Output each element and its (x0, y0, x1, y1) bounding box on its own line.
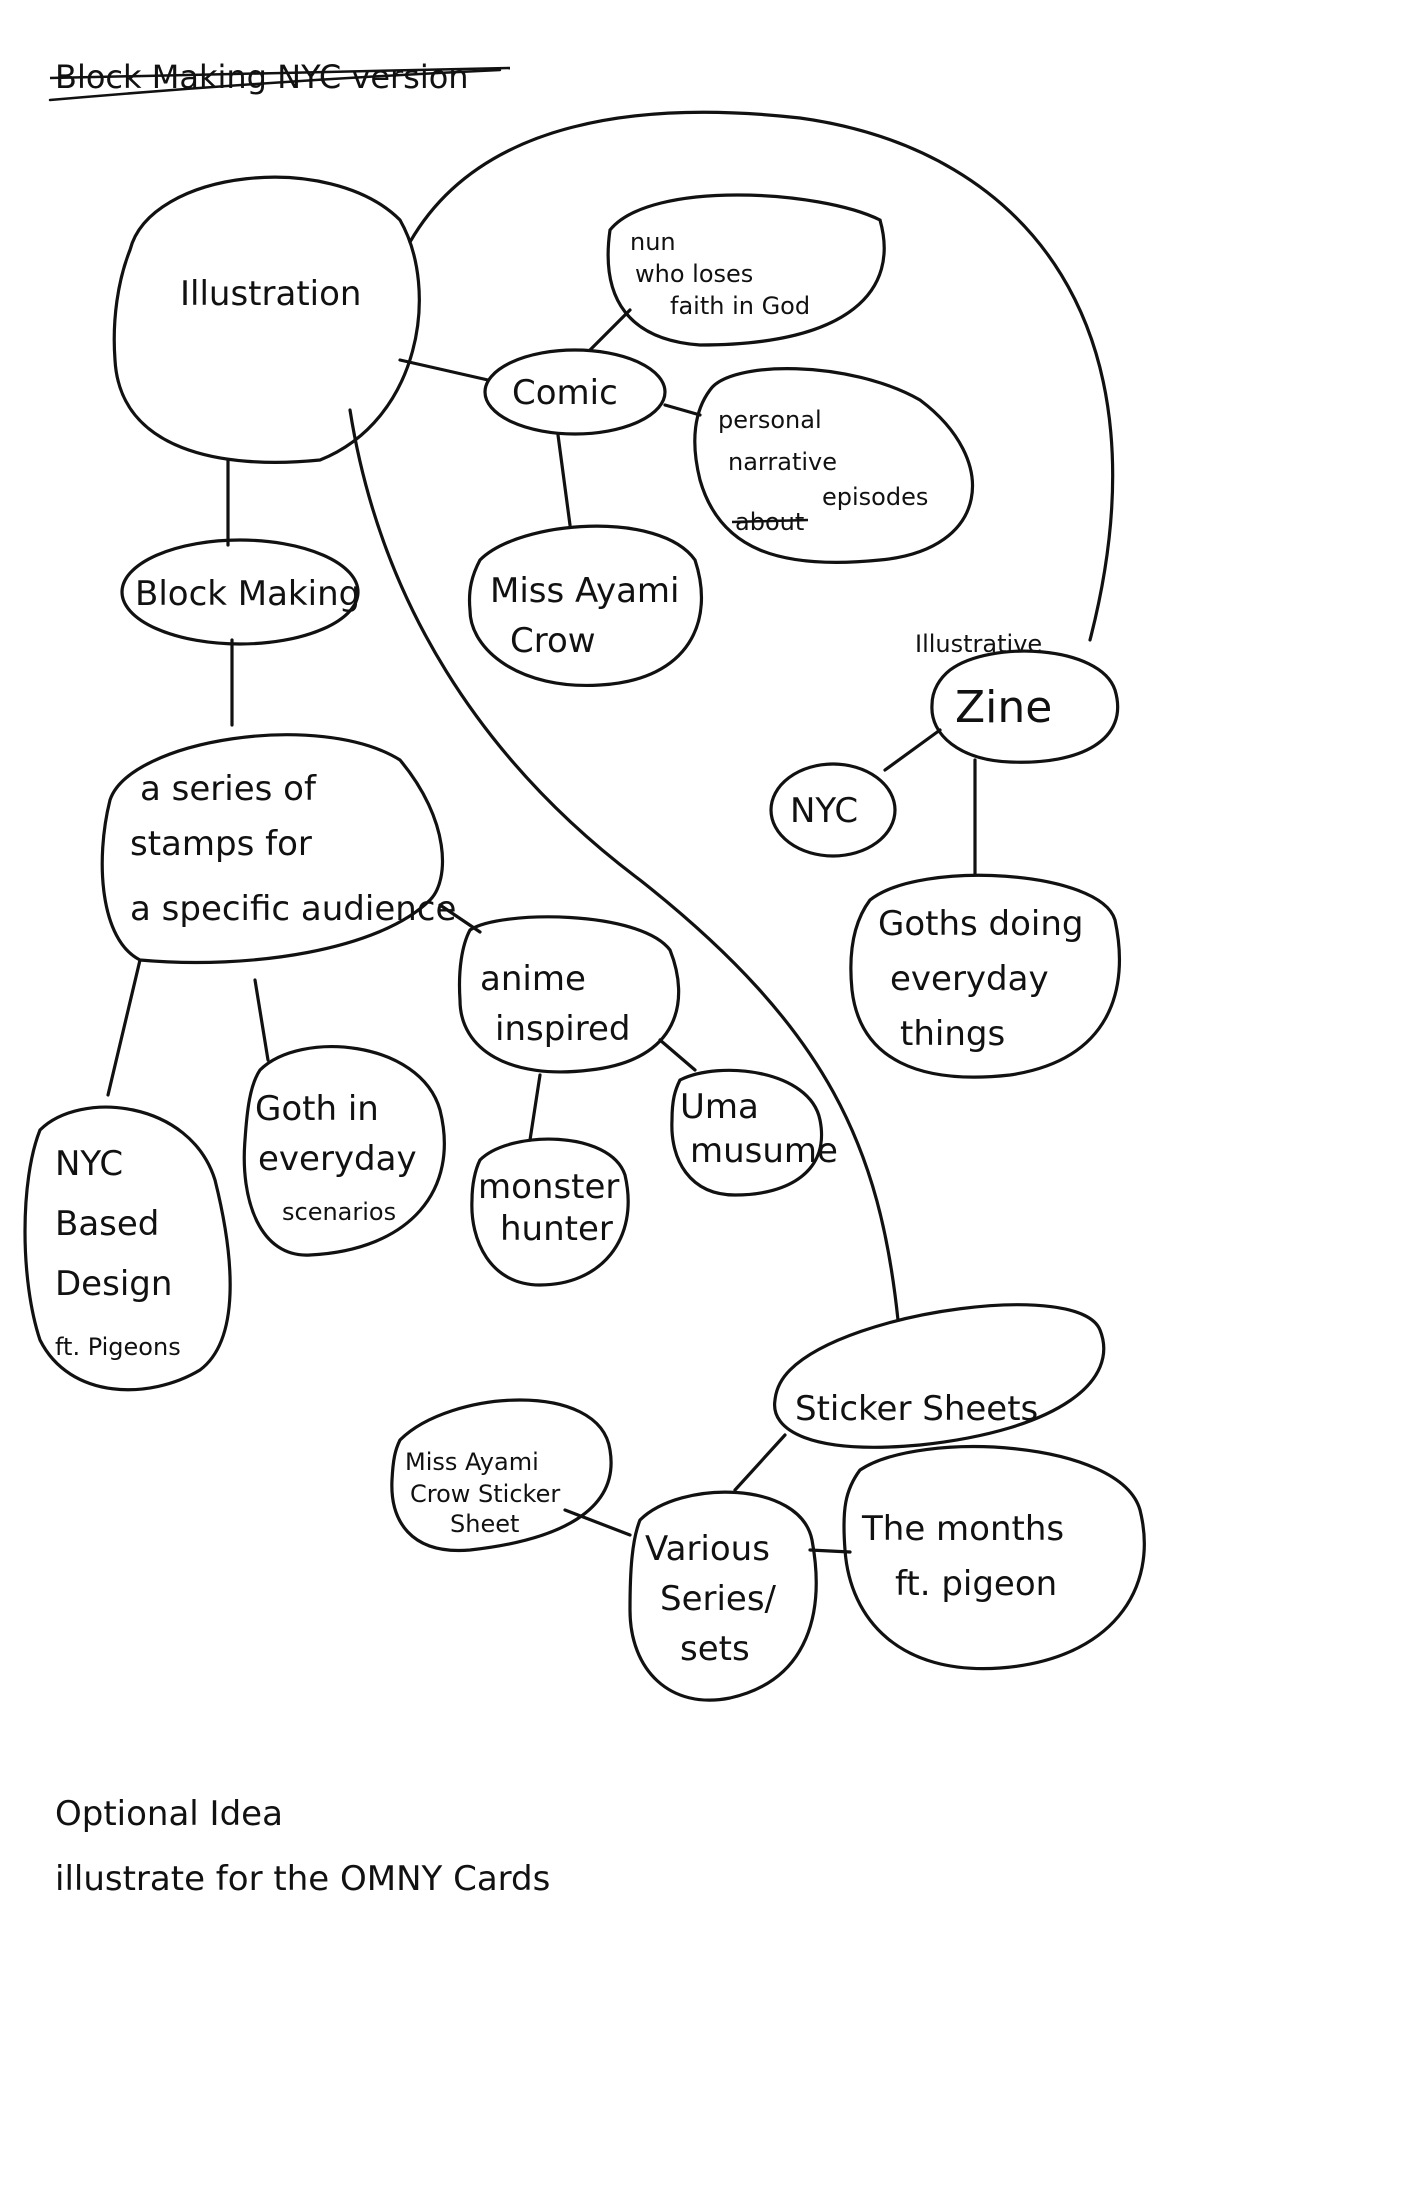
svg-text:scenarios: scenarios (282, 1198, 396, 1226)
svg-text:Crow: Crow (510, 621, 596, 661)
svg-text:stamps for: stamps for (130, 824, 312, 864)
node-anime-inspired: anime inspired (457, 915, 681, 1074)
edge-illustration-comic (398, 358, 490, 382)
svg-text:episodes: episodes (822, 483, 928, 511)
svg-text:sets: sets (680, 1629, 750, 1669)
svg-text:Crow Sticker: Crow Sticker (410, 1480, 560, 1508)
edge-illustration-stickers (348, 408, 900, 1322)
node-nyc: NYC (769, 762, 897, 858)
svg-text:Comic: Comic (512, 373, 618, 413)
node-nyc-based-design: NYC Based Design ft. Pigeons (23, 1105, 232, 1392)
node-uma-musume: Uma musume (670, 1068, 838, 1197)
svg-text:NYC: NYC (790, 791, 858, 831)
edge-comic-missayami (556, 433, 572, 527)
connections (106, 110, 1115, 1554)
edge-anime-uma (658, 1038, 697, 1072)
node-various-series: Various Series/ sets (628, 1490, 818, 1702)
edge-illustration-zine (408, 110, 1115, 642)
node-nun: nun who loses faith in God (606, 193, 886, 347)
footnote: Optional Idea illustrate for the OMNY Ca… (55, 1794, 550, 1899)
edge-anime-monster (528, 1073, 542, 1142)
svg-text:Based: Based (55, 1204, 159, 1244)
svg-text:a specific audience: a specific audience (130, 889, 456, 929)
svg-text:nun: nun (630, 228, 676, 256)
svg-text:Miss Ayami: Miss Ayami (405, 1448, 539, 1476)
svg-text:who loses: who loses (635, 260, 753, 288)
edge-stamps-goth (253, 978, 270, 1062)
svg-text:inspired: inspired (495, 1009, 630, 1049)
svg-text:narrative: narrative (728, 448, 837, 476)
svg-text:Illustration: Illustration (180, 274, 361, 314)
edge-stamps-nyc (106, 958, 142, 1097)
edge-various-months (808, 1548, 852, 1554)
svg-text:Sheet: Sheet (450, 1510, 519, 1538)
node-stamps: a series of stamps for a specific audien… (100, 733, 456, 965)
svg-text:Goth in: Goth in (255, 1089, 379, 1129)
node-miss-ayami-sticker: Miss Ayami Crow Sticker Sheet (390, 1398, 613, 1553)
svg-text:The months: The months (861, 1509, 1064, 1549)
svg-text:a series of: a series of (140, 769, 317, 809)
svg-text:NYC: NYC (55, 1144, 123, 1184)
svg-text:anime: anime (480, 959, 586, 999)
svg-text:Zine: Zine (955, 682, 1052, 733)
node-comic: Comic (483, 348, 667, 436)
svg-text:things: things (900, 1014, 1005, 1054)
title: Block Making NYC version (48, 58, 511, 102)
node-goth-everyday: Goth in everyday scenarios (242, 1045, 446, 1257)
svg-text:musume: musume (690, 1131, 838, 1171)
svg-text:personal: personal (718, 406, 822, 434)
node-monster-hunter: monster hunter (470, 1137, 630, 1287)
svg-text:everyday: everyday (258, 1139, 417, 1179)
node-sticker-sheets: Sticker Sheets (773, 1303, 1106, 1449)
svg-text:faith in God: faith in God (670, 292, 810, 320)
edge-comic-personal (663, 403, 702, 417)
edge-zine-nyc (883, 728, 942, 772)
svg-text:Goths doing: Goths doing (878, 904, 1084, 944)
svg-text:ft. pigeon: ft. pigeon (895, 1564, 1057, 1604)
node-block-making: Block Making (120, 538, 360, 646)
node-months-pigeon: The months ft. pigeon (842, 1445, 1146, 1671)
node-illustration: Illustration (112, 175, 421, 464)
edge-stickers-various (733, 1433, 787, 1492)
svg-text:Series/: Series/ (660, 1579, 777, 1619)
svg-text:Block Making: Block Making (135, 574, 360, 614)
edge-comic-nun (588, 308, 632, 352)
svg-text:Optional Idea: Optional Idea (55, 1794, 283, 1834)
svg-text:monster: monster (478, 1167, 619, 1207)
edge-various-missayamisticker (563, 1508, 632, 1537)
node-goths-doing: Goths doing everyday things (849, 873, 1122, 1079)
svg-text:hunter: hunter (500, 1209, 613, 1249)
svg-text:Miss Ayami: Miss Ayami (490, 571, 680, 611)
svg-text:illustrate for the OMNY Cards: illustrate for the OMNY Cards (55, 1859, 550, 1899)
svg-text:Uma: Uma (680, 1087, 759, 1127)
node-zine: Illustrative Zine (915, 630, 1120, 764)
svg-text:Illustrative: Illustrative (915, 630, 1042, 658)
svg-text:Sticker Sheets: Sticker Sheets (795, 1389, 1038, 1429)
svg-text:everyday: everyday (890, 959, 1049, 999)
node-miss-ayami-crow: Miss Ayami Crow (467, 524, 704, 687)
svg-text:Various: Various (645, 1529, 770, 1569)
svg-text:ft. Pigeons: ft. Pigeons (55, 1333, 181, 1361)
svg-text:Design: Design (55, 1264, 172, 1304)
node-personal-narrative: personal narrative about episodes (693, 367, 975, 564)
